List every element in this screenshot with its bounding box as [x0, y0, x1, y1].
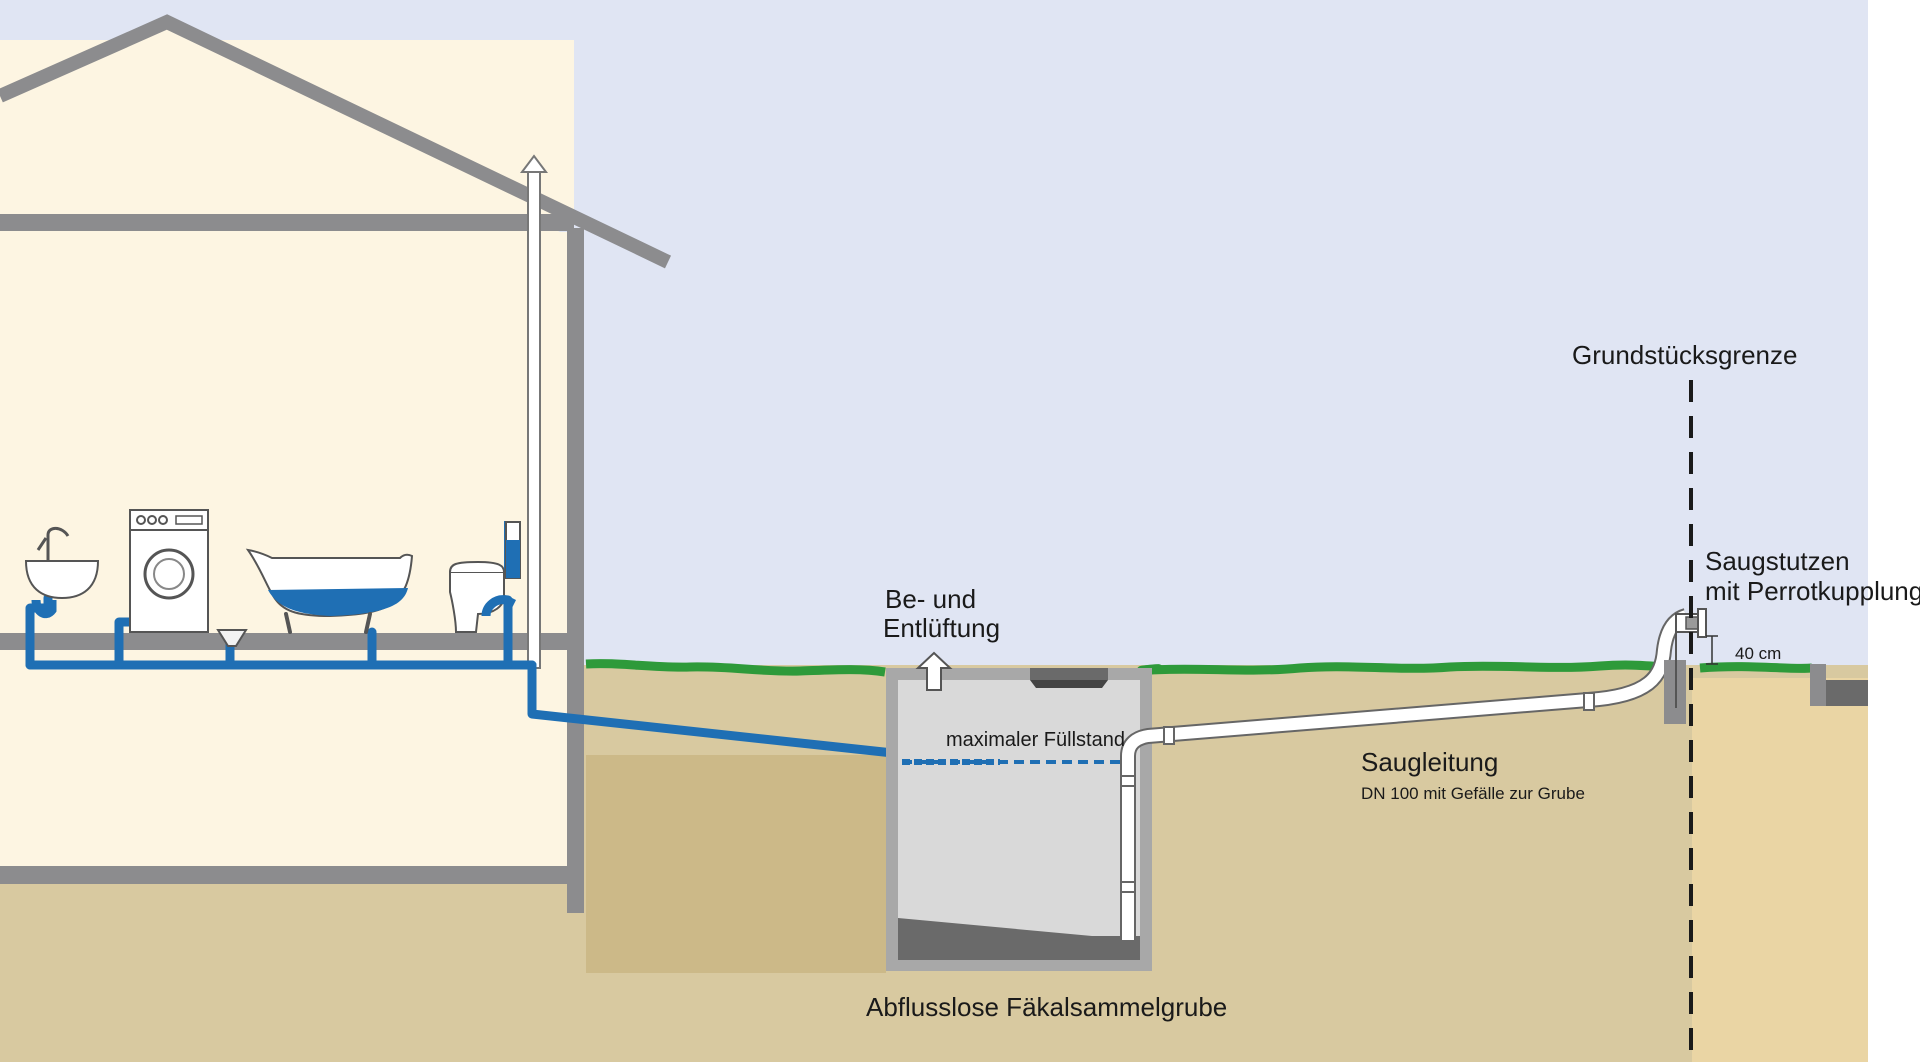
house-floor [0, 633, 574, 650]
house-roof [0, 14, 672, 269]
tank-label: Abflusslose Fäkalsammelgrube [866, 992, 1228, 1022]
suction-line-label: Saugleitung [1361, 747, 1499, 777]
soil-right-zone [1692, 678, 1868, 1062]
suction-socket-label-line2: mit Perrotkupplung [1705, 576, 1920, 606]
soil-darker-zone [586, 755, 886, 973]
house-ceiling [0, 214, 574, 231]
tank-interior [898, 680, 1140, 960]
suction-socket-label-line1: Saugstutzen [1705, 546, 1850, 576]
house-right-wall [567, 228, 584, 913]
tank-manhole-shadow [1030, 680, 1108, 688]
max-fill-level-label: maximaler Füllstand [946, 729, 1125, 751]
boundary-wall [1810, 664, 1826, 706]
height-marker-label: 40 cm [1735, 644, 1782, 663]
collection-tank [886, 668, 1152, 971]
house-roof-fill [0, 24, 560, 232]
toilet-icon [449, 521, 521, 633]
floor-drain-icon [216, 629, 248, 647]
suction-pipe [1120, 608, 1689, 940]
washing-machine-icon [129, 509, 209, 633]
suction-line-spec-label: DN 100 mit Gefälle zur Grube [1361, 784, 1585, 803]
sink-icon [24, 526, 100, 619]
grass-line [585, 659, 1813, 677]
vent-label-line1: Be- und [885, 584, 977, 614]
house-basement-floor [0, 866, 574, 884]
tank-manhole-cover [1030, 668, 1108, 680]
bathtub-icon [245, 548, 414, 634]
right-margin [1868, 0, 1920, 1062]
vent-label-line2: Entlüftung [883, 613, 1001, 643]
boundary-wall-top [1826, 680, 1868, 706]
suction-coupling-icon [1664, 608, 1707, 724]
height-marker [1706, 635, 1718, 665]
vent-arrow-icon [520, 154, 548, 173]
tank-vent-arrow-icon [915, 651, 953, 691]
tank-sediment [898, 918, 1140, 960]
house-lower-wall [0, 232, 567, 872]
property-line-label: Grundstücksgrenze [1572, 340, 1798, 370]
vent-stack [527, 167, 541, 669]
